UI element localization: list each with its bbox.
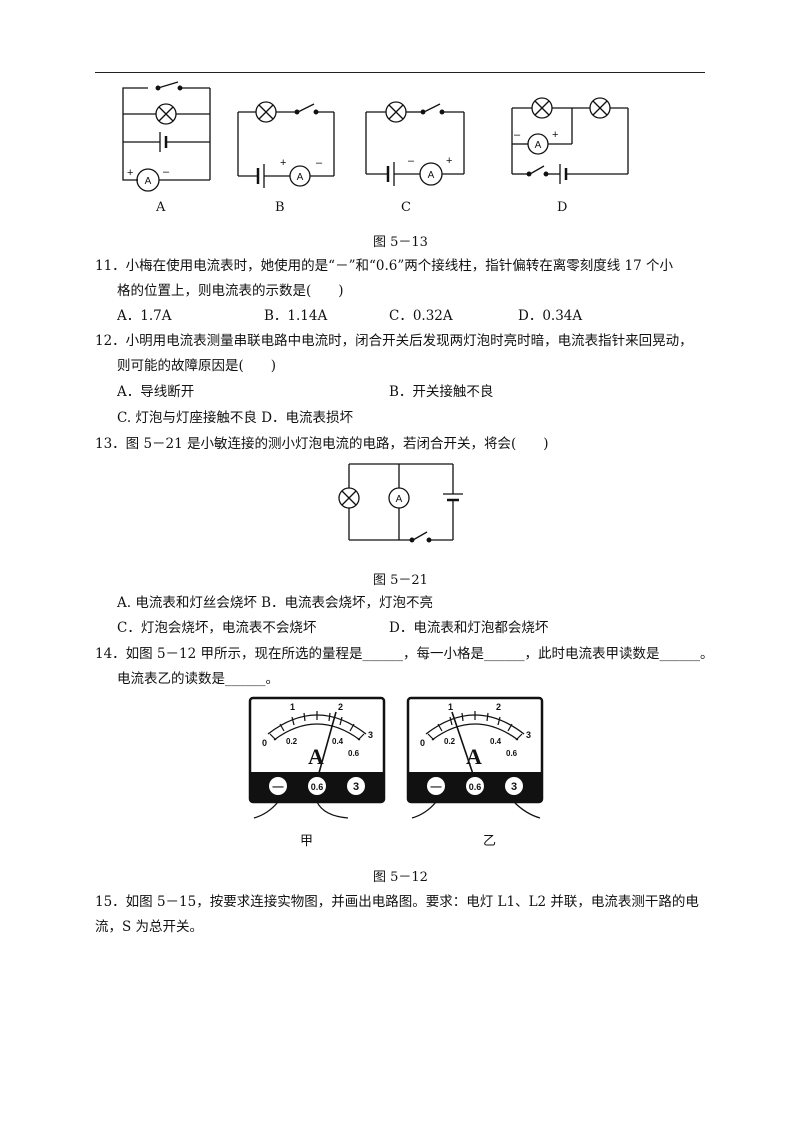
jia-terminal-minus: — xyxy=(273,781,284,793)
jia-scale-06: 0.6 xyxy=(348,749,360,758)
q13-line1: 13．图 5－21 是小敏连接的测小灯泡电流的电路，若闭合开关，将会( ) xyxy=(95,436,549,452)
circuit-a-diagram: A + – xyxy=(122,81,211,192)
svg-text:+: + xyxy=(552,129,558,141)
q13-option-ab: A. 电流表和灯丝会烧坏 B．电流表会烧坏，灯泡不亮 xyxy=(117,595,434,611)
svg-text:A: A xyxy=(396,494,403,505)
q14-line2: 电流表乙的读数是______。 xyxy=(117,671,279,687)
svg-text:A: A xyxy=(145,176,152,187)
q11-option-c: C．0.32A xyxy=(389,308,453,324)
q12-option-cd: C. 灯泡与灯座接触不良 D．电流表损坏 xyxy=(117,410,354,426)
caption-fig-5-12: 图 5－12 xyxy=(373,870,428,885)
svg-text:–: – xyxy=(316,157,323,169)
circuit-b-label: B xyxy=(275,200,285,215)
q11-option-d: D．0.34A xyxy=(518,308,583,324)
svg-text:A: A xyxy=(297,172,304,183)
yi-scale-2: 2 xyxy=(496,702,501,712)
svg-text:–: – xyxy=(408,155,415,167)
ammeter-jia-label: 甲 xyxy=(300,834,314,849)
circuit-a-label: A xyxy=(156,200,166,215)
svg-text:A: A xyxy=(535,140,542,151)
q14-line1: 14．如图 5－12 甲所示，现在所选的量程是______，每一小格是_____… xyxy=(95,646,714,662)
yi-dial-letter: A xyxy=(466,744,482,769)
svg-text:+: + xyxy=(446,155,452,167)
yi-terminal-06: 0.6 xyxy=(469,782,482,792)
q12-option-a: A．导线断开 xyxy=(117,384,195,400)
circuit-b-diagram: A + – xyxy=(237,101,335,188)
yi-scale-0: 0 xyxy=(420,738,425,748)
jia-scale-0: 0 xyxy=(262,738,267,748)
svg-text:A: A xyxy=(428,170,435,181)
svg-text:–: – xyxy=(514,129,521,141)
jia-scale-04: 0.4 xyxy=(332,737,344,746)
svg-text:–: – xyxy=(163,166,170,178)
svg-text:+: + xyxy=(127,167,133,179)
jia-scale-3: 3 xyxy=(368,730,373,740)
caption-fig-5-21: 图 5－21 xyxy=(373,573,428,588)
circuit-d-diagram: A – + xyxy=(511,97,629,184)
jia-scale-1: 1 xyxy=(290,702,295,712)
ammeter-jia: 0 1 2 3 0.2 0.4 0.6 A — 0.6 3 xyxy=(248,696,386,819)
jia-scale-2: 2 xyxy=(338,702,343,712)
jia-scale-02: 0.2 xyxy=(286,737,298,746)
yi-scale-02: 0.2 xyxy=(444,737,456,746)
header-rule xyxy=(95,72,705,73)
svg-text:+: + xyxy=(280,157,286,169)
yi-scale-3: 3 xyxy=(526,730,531,740)
q12-line2: 则可能的故障原因是( ) xyxy=(117,358,277,374)
yi-terminal-minus: — xyxy=(431,781,442,793)
yi-scale-04: 0.4 xyxy=(490,737,502,746)
q11-option-b: B．1.14A xyxy=(264,308,328,324)
yi-pointer xyxy=(451,711,476,781)
ammeter-yi: 0 1 2 3 0.2 0.4 0.6 A — 0.6 3 xyxy=(406,696,544,819)
q11-line1: 11．小梅在使用电流表时，她使用的是“－”和“0.6”两个接线柱，指针偏转在离零… xyxy=(95,258,674,274)
q11-option-a: A．1.7A xyxy=(117,308,172,324)
caption-fig-5-13: 图 5－13 xyxy=(373,235,428,250)
jia-dial-letter: A xyxy=(308,744,324,769)
circuit-c-diagram: A – + xyxy=(365,101,465,186)
yi-scale-06: 0.6 xyxy=(506,749,518,758)
jia-pointer xyxy=(316,711,337,781)
circuit-fig-5-21: A xyxy=(338,463,463,543)
q12-option-b: B．开关接触不良 xyxy=(389,384,494,400)
q13-option-d: D．电流表和灯泡都会烧坏 xyxy=(389,620,549,636)
jia-terminal-3: 3 xyxy=(353,781,359,793)
ammeter-yi-label: 乙 xyxy=(483,834,497,849)
yi-terminal-3: 3 xyxy=(511,781,517,793)
yi-scale-1: 1 xyxy=(448,702,453,712)
jia-terminal-06: 0.6 xyxy=(311,782,324,792)
q11-line2: 格的位置上，则电流表的示数是( ) xyxy=(117,283,344,299)
circuit-d-label: D xyxy=(557,200,568,215)
q15-line1: 15．如图 5－15，按要求连接实物图，并画出电路图。要求：电灯 L1、L2 并… xyxy=(95,894,699,910)
q13-option-c: C．灯泡会烧坏，电流表不会烧坏 xyxy=(117,620,317,636)
circuit-c-label: C xyxy=(401,200,411,215)
q12-line1: 12．小明用电流表测量串联电路中电流时，闭合开关后发现两灯泡时亮时暗，电流表指针… xyxy=(95,333,693,349)
q15-line2: 流，S 为总开关。 xyxy=(95,919,204,935)
